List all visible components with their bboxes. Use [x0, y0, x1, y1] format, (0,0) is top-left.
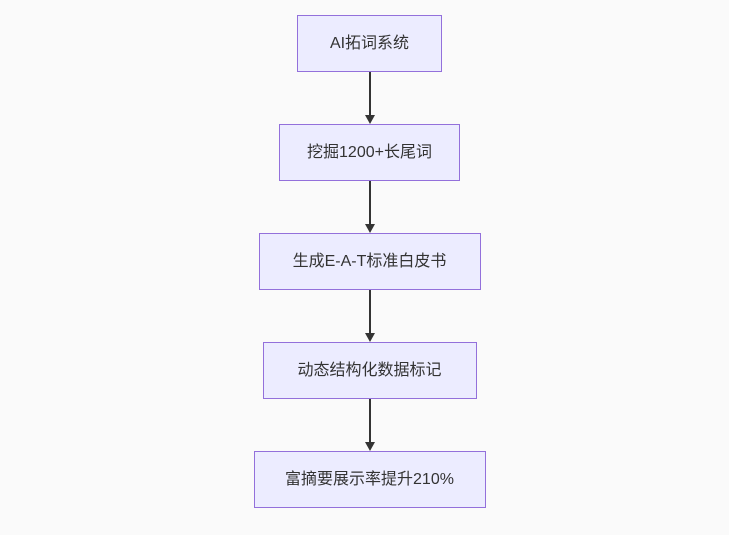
arrow-line [368, 399, 371, 442]
arrow-line [368, 290, 371, 333]
edge-arrow-1 [364, 72, 375, 124]
arrow-line [368, 72, 371, 115]
node-label: 挖掘1200+长尾词 [307, 143, 432, 161]
flow-node-structured-data-markup: 动态结构化数据标记 [262, 342, 477, 399]
flow-node-eat-whitepaper: 生成E-A-T标准白皮书 [258, 233, 481, 290]
node-label: 生成E-A-T标准白皮书 [292, 252, 447, 270]
node-label: 富摘要展示率提升210% [285, 470, 454, 488]
arrowhead-down-icon [364, 115, 375, 124]
flowchart: AI拓词系统 挖掘1200+长尾词 生成E-A-T标准白皮书 动态结构化数据标记… [253, 15, 486, 508]
flow-node-ai-word-expansion: AI拓词系统 [297, 15, 442, 72]
arrowhead-down-icon [364, 224, 375, 233]
node-label: AI拓词系统 [329, 34, 410, 52]
arrowhead-down-icon [364, 442, 375, 451]
node-label: 动态结构化数据标记 [297, 361, 442, 379]
edge-arrow-2 [364, 181, 375, 233]
edge-arrow-3 [364, 290, 375, 342]
flow-node-rich-snippet-uplift: 富摘要展示率提升210% [253, 451, 486, 508]
flow-node-longtail-mining: 挖掘1200+长尾词 [279, 124, 460, 181]
arrowhead-down-icon [364, 333, 375, 342]
arrow-line [368, 181, 371, 224]
edge-arrow-4 [364, 399, 375, 451]
